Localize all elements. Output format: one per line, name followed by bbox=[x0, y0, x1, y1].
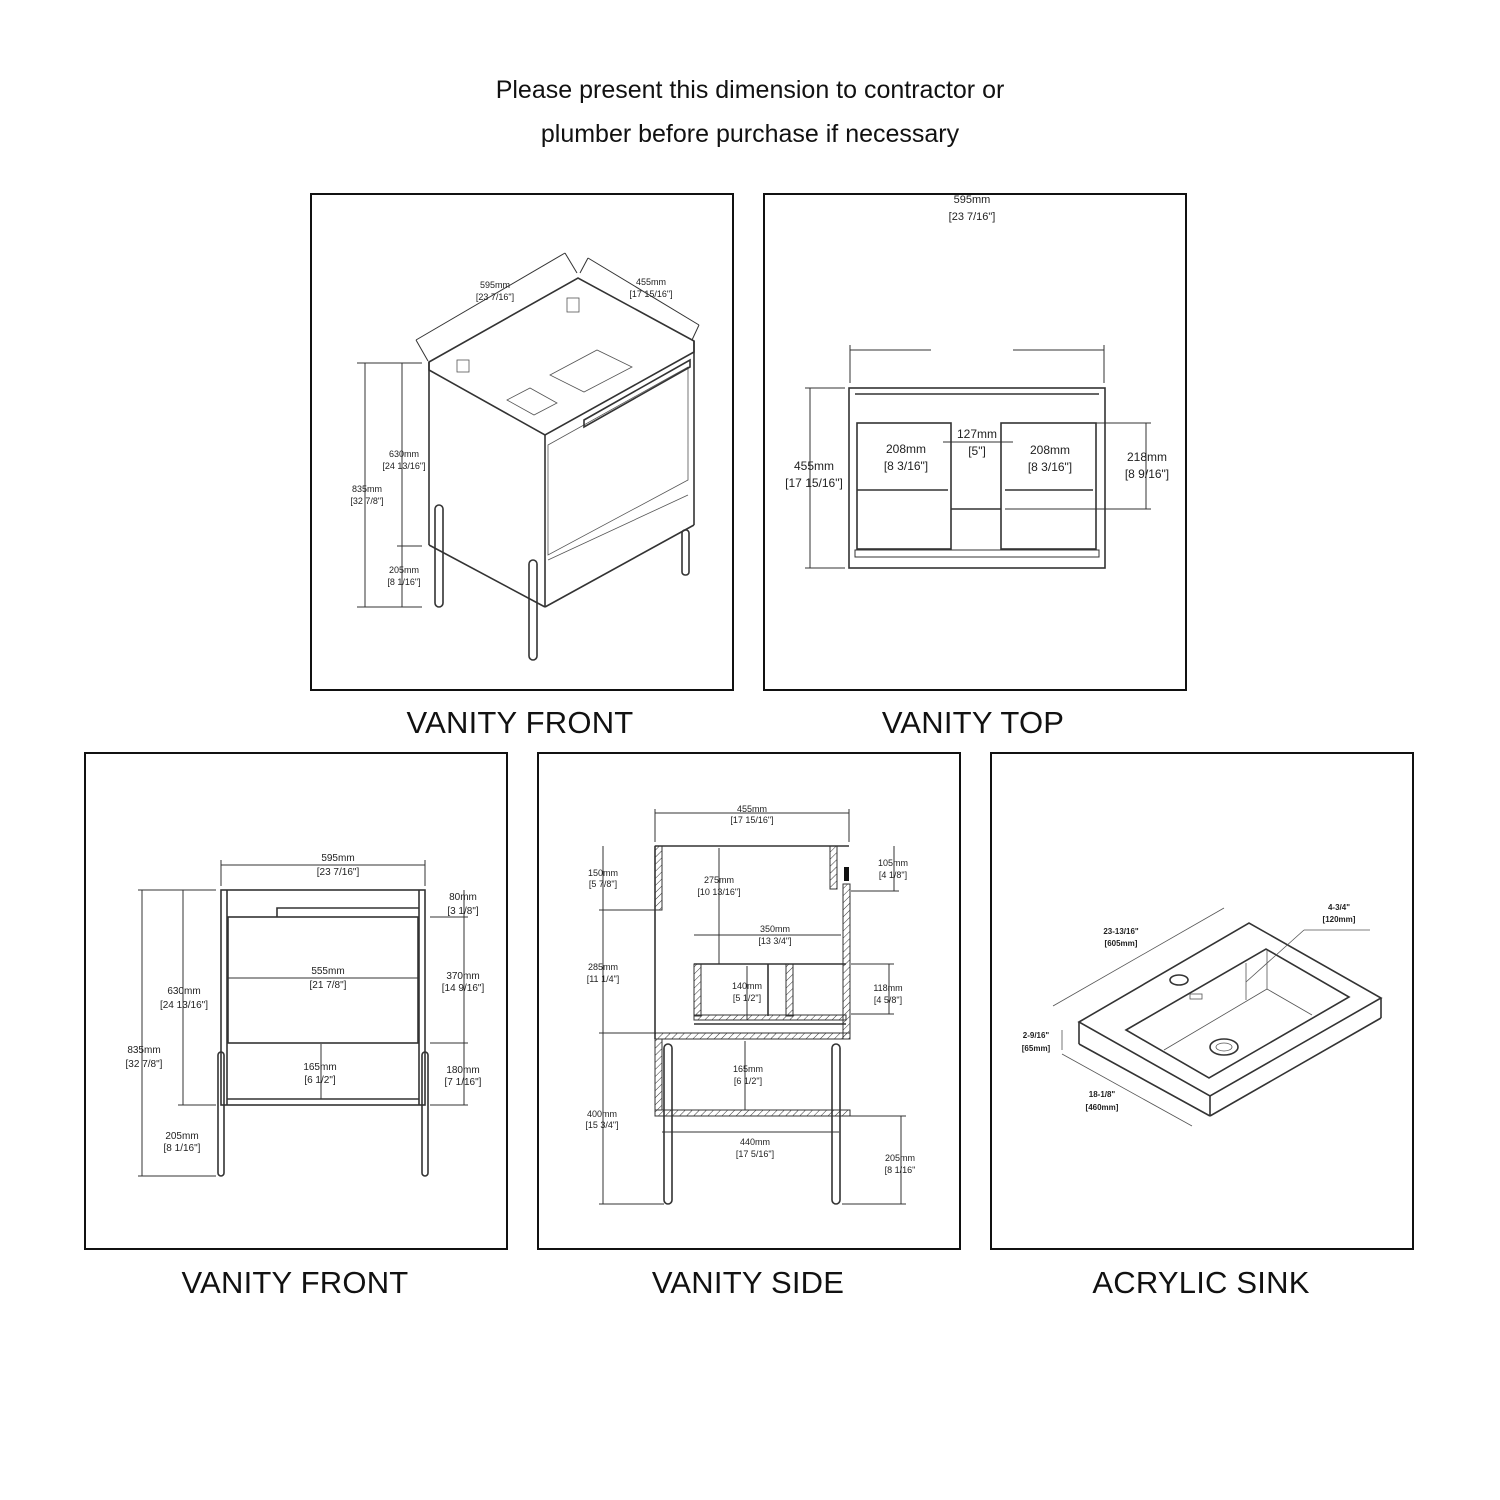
side-depth-mm: 455mm bbox=[737, 804, 767, 814]
top-center-gap-in: [5"] bbox=[968, 444, 986, 458]
side-shelf-opening-in: [6 1/2"] bbox=[734, 1076, 762, 1086]
acrylic-sink-drawing: 23-13/16" [605mm] 4-3/4" [120mm] 2-9/16"… bbox=[1022, 903, 1383, 1127]
caption-vanity-front-elev: VANITY FRONT bbox=[181, 1265, 409, 1300]
side-inner-clearance-mm: 275mm bbox=[704, 875, 734, 885]
sink-length-in: 23-13/16" bbox=[1103, 927, 1139, 936]
panel-acrylic-sink: 23-13/16" [605mm] 4-3/4" [120mm] 2-9/16"… bbox=[990, 752, 1414, 1250]
elev-shelf-height-mm: 180mm bbox=[446, 1065, 479, 1076]
panel-vanity-top: 595mm [23 7/16"] 455mm [17 15/16"] 208mm… bbox=[763, 193, 1187, 691]
side-rear-box-height-in: [4 5/8"] bbox=[874, 995, 902, 1005]
elev-width-mm: 595mm bbox=[321, 853, 354, 864]
side-mid-section-in: [11 1/4"] bbox=[587, 974, 620, 984]
sink-length-mm: [605mm] bbox=[1105, 939, 1138, 948]
side-inner-clearance-in: [10 13/16"] bbox=[697, 887, 740, 897]
elev-leg-height-in: [8 1/16"] bbox=[164, 1143, 201, 1154]
panel-vanity-front-elev: 595mm [23 7/16"] 80mm [3 1/8"] 555mm [21… bbox=[84, 752, 508, 1250]
elev-shelf-opening-mm: 165mm bbox=[303, 1062, 336, 1073]
sink-bowl-depth-in: 4-3/4" bbox=[1328, 903, 1350, 912]
top-drawer-depth-in: [8 9/16"] bbox=[1125, 467, 1169, 481]
side-back-notch-mm: 105mm bbox=[878, 858, 908, 868]
vanity-top-drawing: 595mm [23 7/16"] 455mm [17 15/16"] 208mm… bbox=[785, 195, 1169, 569]
top-width-mm: 595mm bbox=[954, 195, 991, 206]
iso-total-height-in: [32 7/8"] bbox=[350, 496, 383, 506]
top-left-drawer-in: [8 3/16"] bbox=[884, 459, 928, 473]
side-lower-section-in: [15 3/4"] bbox=[585, 1120, 618, 1130]
elev-width-in: [23 7/16"] bbox=[317, 867, 360, 878]
elev-drawer-height-mm: 370mm bbox=[446, 971, 479, 982]
side-leg-height-in: [8 1/16" bbox=[885, 1165, 916, 1175]
top-width-in: [23 7/16"] bbox=[949, 211, 996, 223]
sink-thickness-in: 2-9/16" bbox=[1023, 1031, 1050, 1040]
elev-cabinet-height-mm: 630mm bbox=[167, 986, 200, 997]
side-drawer-box-depth-in: [13 3/4"] bbox=[758, 936, 791, 946]
iso-cabinet-height-mm: 630mm bbox=[389, 449, 419, 459]
elev-drawer-width-in: [21 7/8"] bbox=[310, 980, 347, 991]
panel-vanity-side: 455mm [17 15/16"] 150mm [5 7/8"] 105mm [… bbox=[537, 752, 961, 1250]
instruction-line-1: Please present this dimension to contrac… bbox=[495, 76, 1005, 104]
side-depth-in: [17 15/16"] bbox=[730, 815, 773, 825]
iso-depth-in: [17 15/16"] bbox=[629, 289, 672, 299]
iso-cabinet-height-in: [24 13/16"] bbox=[382, 461, 425, 471]
side-rear-box-height-mm: 118mm bbox=[873, 983, 902, 993]
side-leg-span-in: [17 5/16"] bbox=[736, 1149, 774, 1159]
side-leg-span-mm: 440mm bbox=[740, 1137, 770, 1147]
side-top-rail-mm: 150mm bbox=[588, 868, 618, 878]
iso-depth-mm: 455mm bbox=[636, 277, 666, 287]
caption-vanity-side: VANITY SIDE bbox=[651, 1265, 845, 1300]
elev-drawer-width-mm: 555mm bbox=[311, 966, 344, 977]
elev-shelf-height-in: [7 1/16"] bbox=[445, 1077, 482, 1088]
panel-vanity-front-iso: 595mm [23 7/16"] 455mm [17 15/16"] 630mm… bbox=[310, 193, 734, 691]
top-left-drawer-mm: 208mm bbox=[886, 442, 926, 456]
top-depth-mm: 455mm bbox=[794, 459, 834, 473]
side-drawer-box-height-in: [5 1/2"] bbox=[733, 993, 761, 1003]
side-lower-section-mm: 400mm bbox=[587, 1109, 617, 1119]
top-right-drawer-mm: 208mm bbox=[1030, 443, 1070, 457]
side-back-notch-in: [4 1/8"] bbox=[879, 870, 907, 880]
elev-top-gap-in: [3 1/8"] bbox=[447, 906, 479, 917]
instruction-line-2: plumber before purchase if necessary bbox=[540, 120, 960, 148]
iso-width-in: [23 7/16"] bbox=[476, 292, 514, 302]
caption-vanity-front-iso: VANITY FRONT bbox=[406, 705, 634, 740]
top-drawer-depth-mm: 218mm bbox=[1127, 450, 1167, 464]
elev-drawer-height-in: [14 9/16"] bbox=[442, 983, 485, 994]
iso-width-mm: 595mm bbox=[480, 280, 510, 290]
sink-width-mm: [460mm] bbox=[1086, 1103, 1119, 1112]
caption-acrylic-sink: ACRYLIC SINK bbox=[1092, 1265, 1310, 1300]
side-top-rail-in: [5 7/8"] bbox=[589, 879, 617, 889]
elev-total-height-in: [32 7/8"] bbox=[126, 1059, 163, 1070]
elev-top-gap-mm: 80mm bbox=[449, 892, 477, 903]
side-shelf-opening-mm: 165mm bbox=[733, 1064, 763, 1074]
top-depth-in: [17 15/16"] bbox=[785, 476, 843, 490]
elev-leg-height-mm: 205mm bbox=[165, 1131, 198, 1142]
elev-total-height-mm: 835mm bbox=[127, 1045, 160, 1056]
elev-cabinet-height-in: [24 13/16"] bbox=[160, 1000, 208, 1011]
vanity-iso-drawing: 595mm [23 7/16"] 455mm [17 15/16"] 630mm… bbox=[350, 252, 700, 661]
sink-width-in: 18-1/8" bbox=[1089, 1090, 1116, 1099]
vanity-front-elev-drawing: 595mm [23 7/16"] 80mm [3 1/8"] 555mm [21… bbox=[126, 853, 485, 1177]
iso-leg-height-mm: 205mm bbox=[389, 565, 419, 575]
iso-total-height-mm: 835mm bbox=[352, 484, 382, 494]
caption-vanity-top: VANITY TOP bbox=[881, 705, 1065, 740]
sink-bowl-depth-mm: [120mm] bbox=[1323, 915, 1356, 924]
side-drawer-box-depth-mm: 350mm bbox=[760, 924, 790, 934]
side-leg-height-mm: 205mm bbox=[885, 1153, 915, 1163]
top-right-drawer-in: [8 3/16"] bbox=[1028, 460, 1072, 474]
sink-thickness-mm: [65mm] bbox=[1022, 1044, 1051, 1053]
iso-leg-height-in: [8 1/16"] bbox=[387, 577, 420, 587]
elev-shelf-opening-in: [6 1/2"] bbox=[304, 1075, 336, 1086]
side-drawer-box-height-mm: 140mm bbox=[732, 981, 762, 991]
top-center-gap-mm: 127mm bbox=[957, 427, 997, 441]
side-mid-section-mm: 285mm bbox=[588, 962, 618, 972]
vanity-side-drawing: 455mm [17 15/16"] 150mm [5 7/8"] 105mm [… bbox=[585, 804, 916, 1205]
